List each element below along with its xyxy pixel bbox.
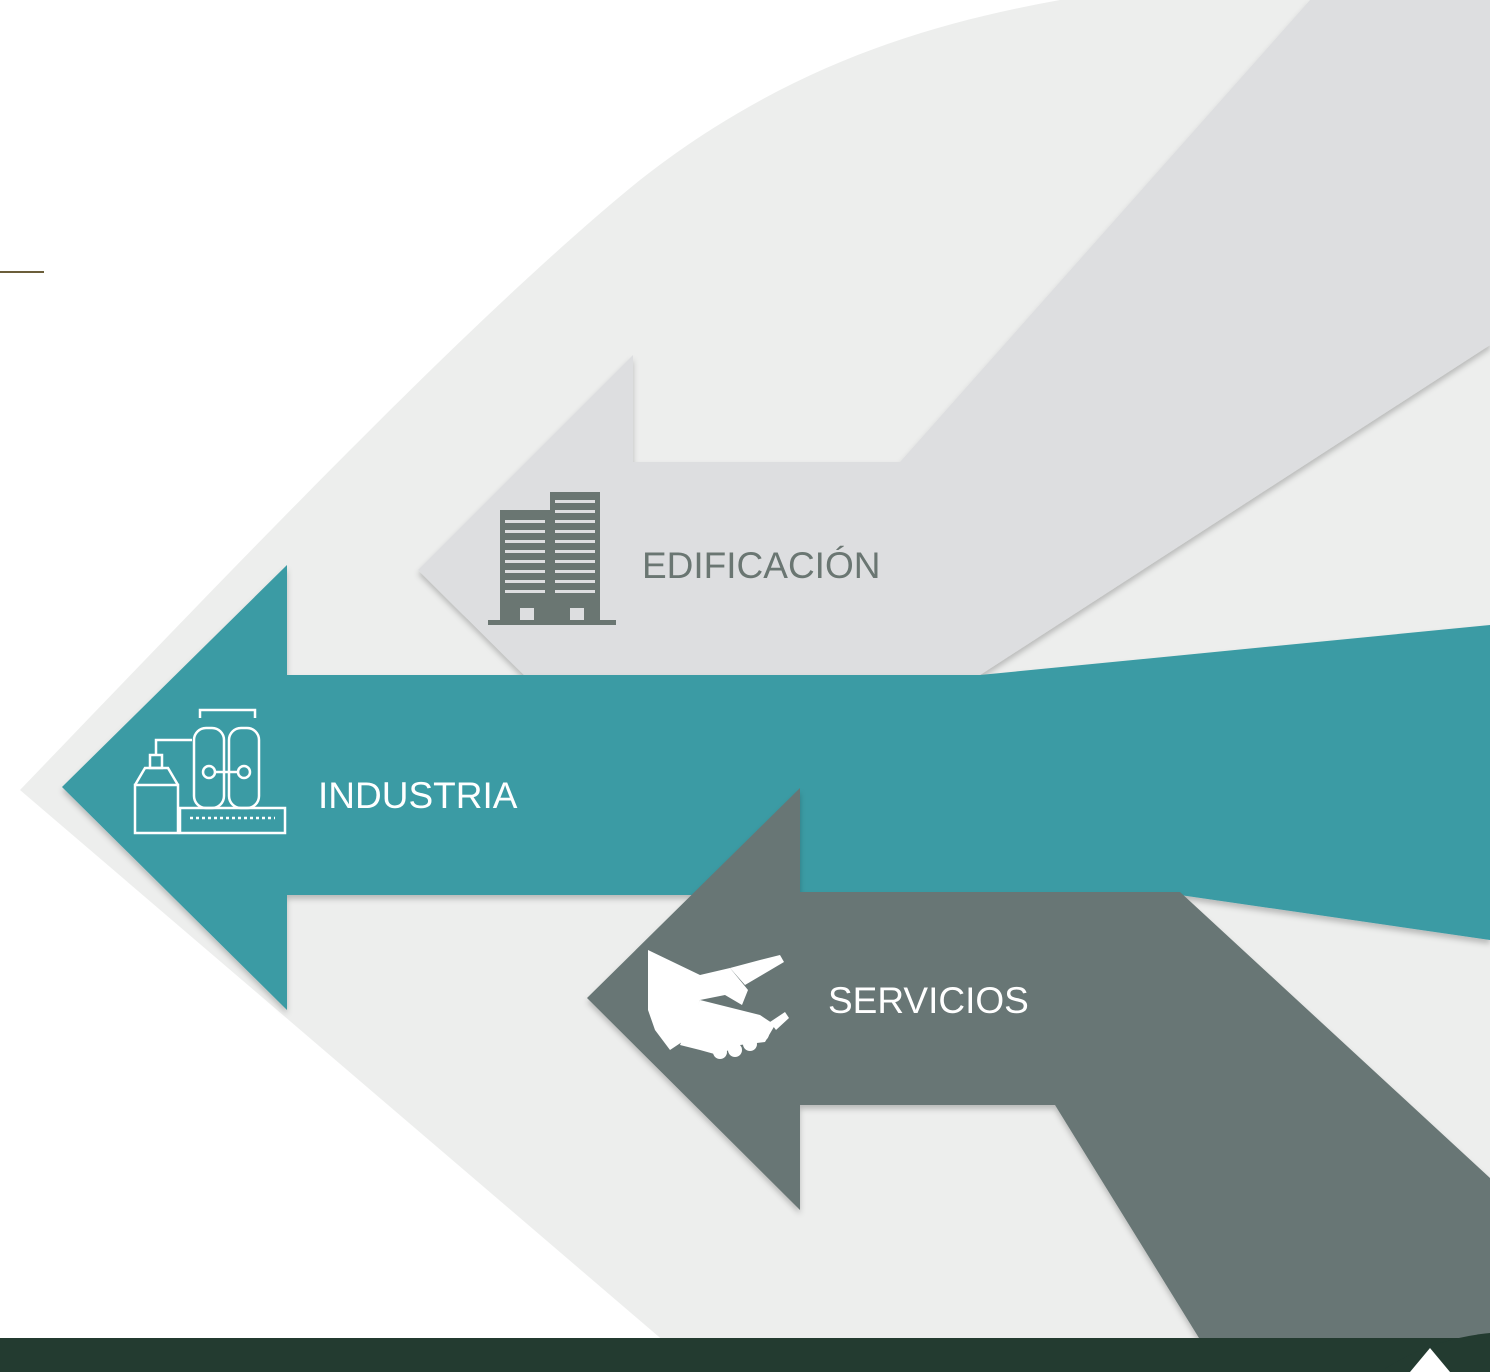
footer-band — [0, 1338, 1490, 1372]
label-edificacion: EDIFICACIÓN — [642, 545, 880, 586]
logo-mark — [1410, 1348, 1450, 1372]
buildings-icon — [488, 492, 616, 625]
label-industria: INDUSTRIA — [318, 775, 518, 816]
accent-line — [0, 271, 44, 273]
arrow-industria — [62, 565, 1490, 1010]
factory-icon — [133, 708, 287, 835]
handshake-icon — [648, 950, 789, 1059]
arrow-edificacion — [418, 0, 1490, 783]
arrow-servicios — [587, 788, 1490, 1372]
label-servicios: SERVICIOS — [828, 980, 1029, 1021]
footer-curve — [1380, 1333, 1490, 1372]
